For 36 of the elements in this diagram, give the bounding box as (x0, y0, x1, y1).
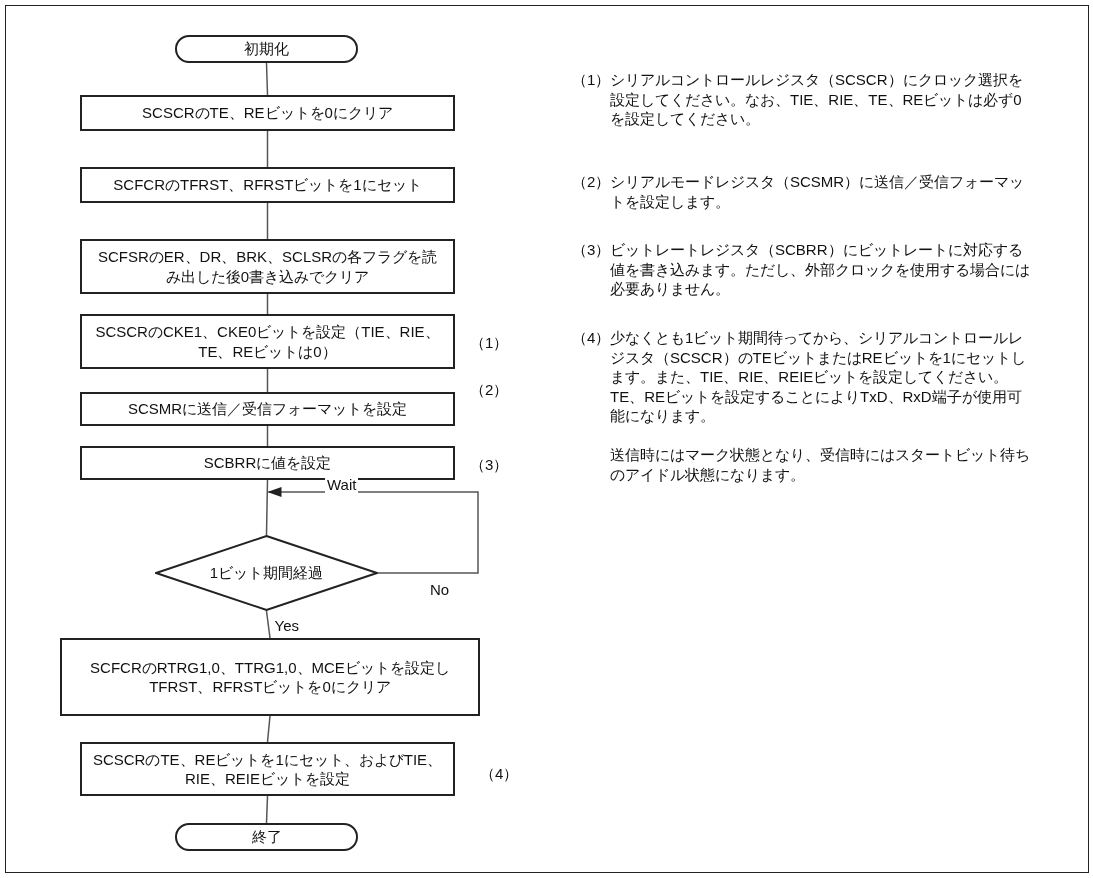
process-box: SCSMRに送信／受信フォーマットを設定 (80, 392, 455, 426)
step-number: （2） (470, 380, 509, 400)
note-text: 少なくとも1ビット期間待ってから、シリアルコントロールレジスタ（SCSCR）のTEビットまたはREビットを1にセットします。また、TIE、RIE、REIEビットを設定してください。TE、REビットを設定することによりTxD、RxD端子が使用可能になります。 (610, 328, 1027, 426)
connector-line (266, 715, 271, 743)
connector-line (266, 293, 269, 315)
terminal-box: 終了 (175, 823, 358, 851)
decision-diamond: 1ビット期間経過 (155, 535, 378, 611)
loop-label: Wait (325, 475, 359, 495)
step-number: （4） (572, 328, 611, 348)
connector-line (266, 368, 269, 393)
terminal-box: 初期化 (175, 35, 358, 63)
connector-line (266, 202, 269, 240)
process-box: SCSCRのTE、REビットを1にセット、およびTIE、RIE、REIEビットを設定 (80, 742, 455, 796)
connector-line (266, 130, 269, 168)
connector-line (265, 610, 271, 639)
step-number: （2） (572, 172, 611, 192)
step-number: （1） (572, 70, 611, 90)
connector-line (265, 62, 269, 96)
step-number: （3） (572, 240, 611, 260)
note-text: ビットレートレジスタ（SCBRR）にビットレートに対応する値を書き込みます。ただし、外部クロックを使用する場合には必要ありません。 (610, 240, 1031, 299)
connector-line (265, 795, 269, 824)
step-number: （4） (480, 764, 519, 784)
process-box: SCFCRのRTRG1,0、TTRG1,0、MCEビットを設定しTFRST、RFRSTビットを0にクリア (60, 638, 480, 716)
note-text: 送信時にはマーク状態となり、受信時にはスタートビット待ちのアイドル状態になります。 (610, 445, 1031, 484)
note-text: シリアルモードレジスタ（SCSMR）に送信／受信フォーマットを設定します。 (610, 172, 1026, 211)
process-box: SCFCRのTFRST、RFRSTビットを1にセット (80, 167, 455, 203)
connector-line (265, 479, 269, 536)
process-box: SCFSRのER、DR、BRK、SCLSRの各フラグを読み出した後0書き込みでクリア (80, 239, 455, 294)
step-number: （3） (470, 455, 509, 475)
process-box: SCBRRに値を設定 (80, 446, 455, 480)
arrow (267, 487, 479, 574)
process-box: SCSCRのTE、REビットを0にクリア (80, 95, 455, 131)
connector-line (266, 425, 269, 447)
step-number: （1） (470, 333, 509, 353)
process-box: SCSCRのCKE1、CKE0ビットを設定（TIE、RIE、TE、REビットは0） (80, 314, 455, 369)
note-text: シリアルコントロールレジスタ（SCSCR）にクロック選択を設定してください。なお、TIE、RIE、TE、REビットは必ず0を設定してください。 (610, 70, 1024, 129)
